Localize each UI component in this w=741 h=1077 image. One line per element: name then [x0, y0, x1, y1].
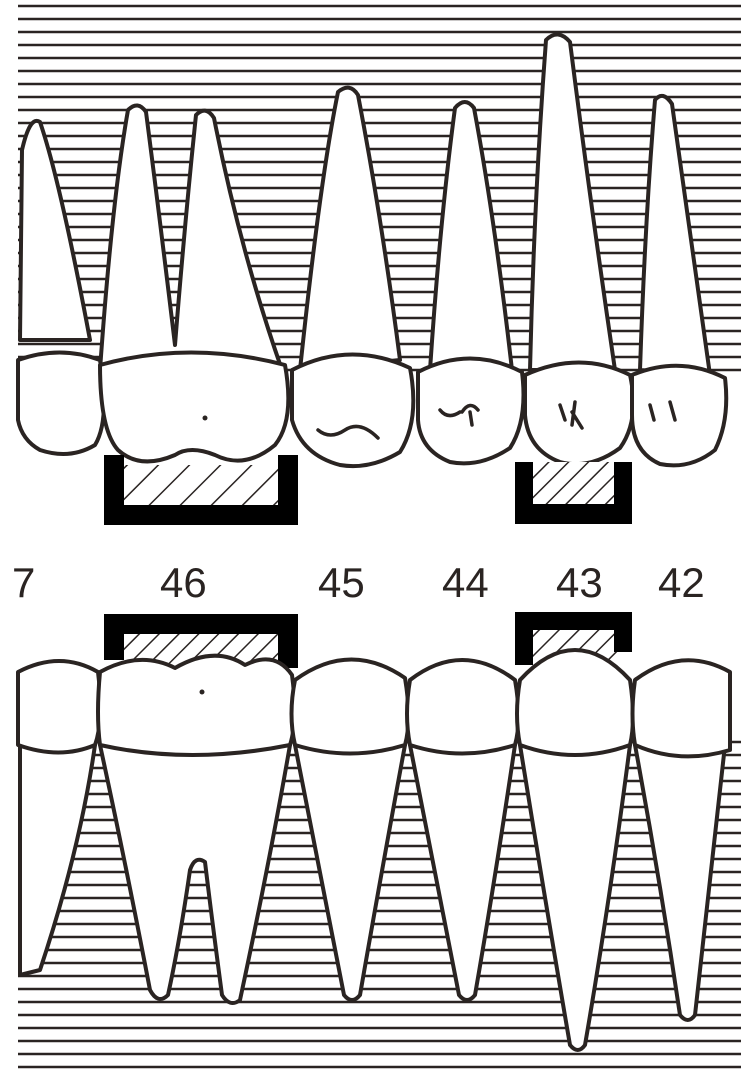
tooth-upper-46-crown — [100, 353, 288, 462]
tooth-upper-44-root — [430, 102, 512, 370]
tooth-number-45: 45 — [318, 559, 365, 606]
tooth-lower-47-root — [20, 740, 95, 975]
lower-roots — [20, 740, 725, 1050]
tooth-upper-42-crown — [632, 366, 726, 466]
tooth-lower-47-crown — [18, 661, 100, 753]
tooth-lower-42-root — [635, 745, 725, 1020]
tooth-number-7: 7 — [12, 559, 35, 606]
tooth-number-44: 44 — [442, 559, 489, 606]
upper-roots — [20, 34, 710, 375]
tooth-upper-47-crown — [18, 353, 104, 455]
bracket-upper-43 — [515, 462, 632, 524]
tooth-upper-45-root — [300, 88, 400, 370]
tooth-upper-43-crown — [525, 363, 633, 465]
tooth-lower-46-root — [100, 745, 290, 1003]
tooth-upper-47-root — [20, 121, 90, 340]
tooth-upper-42-root — [640, 96, 710, 375]
upper-crowns — [18, 353, 726, 467]
tooth-lower-43-crown — [517, 650, 633, 755]
tooth-upper-46-root — [100, 105, 282, 370]
tooth-number-42: 42 — [658, 559, 705, 606]
tooth-lower-45-crown — [292, 659, 409, 753]
tooth-lower-46-crown — [98, 656, 295, 755]
lower-crowns — [18, 650, 730, 756]
tooth-lower-44-crown — [407, 660, 519, 754]
tooth-number-43: 43 — [556, 559, 603, 606]
tooth-number-46: 46 — [160, 559, 207, 606]
tooth-number-row: 7 46 45 44 43 42 — [12, 559, 705, 606]
tooth-lower-42-crown — [633, 660, 731, 756]
bracket-upper-46 — [104, 455, 298, 525]
tooth-upper-45-crown — [292, 354, 413, 466]
